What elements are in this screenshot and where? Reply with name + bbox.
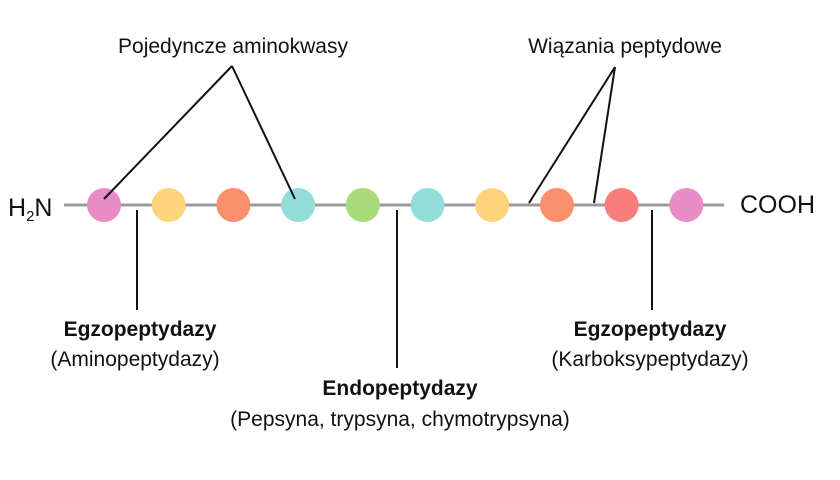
peptide-bonds-label: Wiązania peptydowe xyxy=(528,35,722,58)
endopeptidase-detail: (Pepsyna, trypsyna, chymotrypsyna) xyxy=(230,408,570,431)
carboxypeptidase-detail: (Karboksypeptydazy) xyxy=(551,348,749,371)
amino-acid-3 xyxy=(216,188,251,222)
carboxypeptidase-name: Egzopeptydazy xyxy=(573,318,727,341)
amino-acid-2 xyxy=(151,188,186,222)
single-amino-acid-pointer-right xyxy=(231,65,296,200)
single-amino-acid-pointer-left xyxy=(103,65,233,200)
peptide-bond-pointer-left xyxy=(528,66,616,204)
amino-acid-6 xyxy=(410,188,445,222)
amino-acid-7 xyxy=(475,188,510,222)
n-terminus-subscript: 2 xyxy=(26,208,35,225)
single-amino-acids-label: Pojedyncze aminokwasy xyxy=(118,35,348,58)
n-terminus-label: H2N xyxy=(8,194,53,225)
amino-acid-1 xyxy=(87,188,121,222)
aminopeptidase-detail: (Aminopeptydazy) xyxy=(50,348,220,371)
amino-acid-8 xyxy=(539,188,574,222)
aminopeptidase-name: Egzopeptydazy xyxy=(63,318,217,341)
amino-acid-5 xyxy=(345,188,380,222)
amino-acid-9 xyxy=(604,188,639,222)
n-terminus-n: N xyxy=(34,194,53,222)
c-terminus-label: COOH xyxy=(740,191,815,219)
amino-acid-4 xyxy=(281,188,316,222)
amino-acid-10 xyxy=(669,188,704,222)
n-terminus-h: H xyxy=(8,194,27,222)
endopeptidase-name: Endopeptydazy xyxy=(322,377,478,400)
amino-acid-group xyxy=(87,188,704,222)
peptide-bond-pointer-right xyxy=(593,66,616,204)
